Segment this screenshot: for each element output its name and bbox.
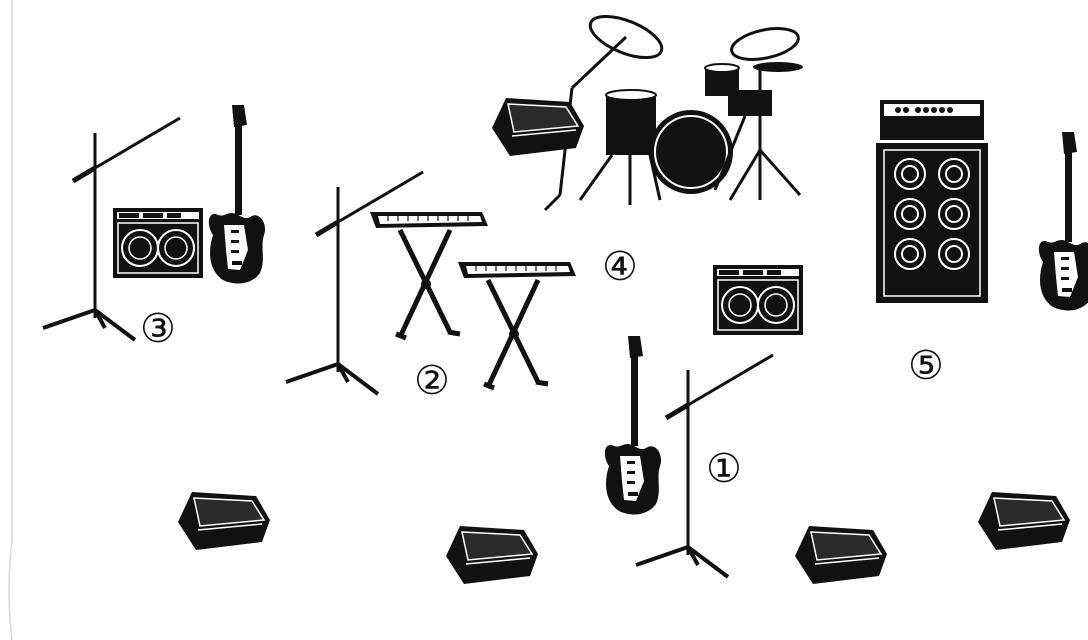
electric-guitar-icon (209, 105, 265, 284)
bass-guitar-icon (1039, 132, 1088, 311)
stage-left-edge (9, 0, 12, 640)
electric-guitar-icon (605, 336, 661, 515)
keyboard-icon (458, 262, 576, 388)
position-label-3: ③ (140, 306, 176, 352)
floor-monitor-icon (446, 526, 538, 584)
floor-monitor-icon (795, 526, 887, 584)
floor-monitor-icon (492, 98, 584, 156)
drum-kit-icon (545, 8, 803, 210)
position-label-2: ② (414, 358, 450, 404)
position-label-1: ① (706, 446, 742, 492)
position-label-4: ④ (602, 244, 638, 290)
position-label-5: ⑤ (908, 343, 944, 389)
guitar-amp-combo-icon (113, 208, 203, 278)
floor-monitor-icon (978, 492, 1070, 550)
bass-amp-stack-icon (876, 100, 988, 303)
floor-monitor-icon (178, 492, 270, 550)
mic-stand-icon (286, 172, 423, 394)
guitar-amp-combo-icon (713, 265, 803, 335)
